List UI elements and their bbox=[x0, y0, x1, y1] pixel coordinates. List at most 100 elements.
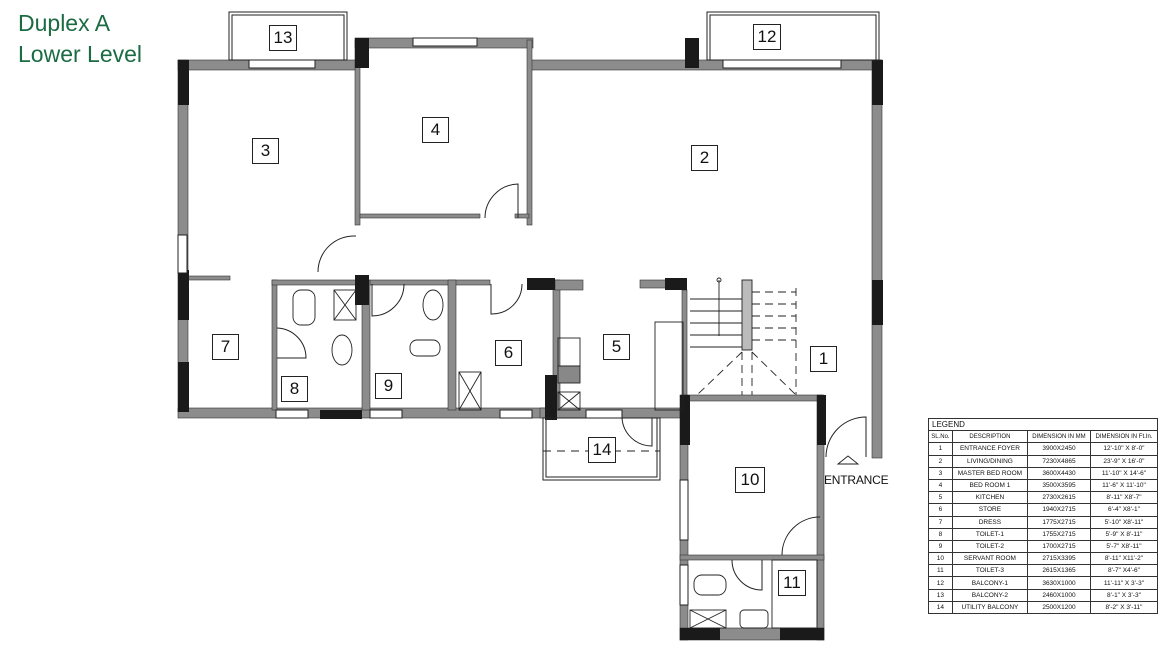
room-label-12: 12 bbox=[753, 24, 781, 50]
legend-cell-desc: LIVING/DINING bbox=[951, 454, 1029, 468]
wall-t2-store bbox=[447, 279, 457, 411]
plan-title: Duplex A Lower Level bbox=[18, 8, 142, 70]
room-label-6: 6 bbox=[495, 340, 522, 366]
legend-cell-desc: TOILET-2 bbox=[951, 539, 1029, 554]
room-label-1: 1 bbox=[810, 346, 837, 372]
legend-cell-no: 13 bbox=[928, 588, 953, 602]
room-label-13: 13 bbox=[269, 25, 297, 51]
legend-cell-ft: 8'-2" X 3'-11" bbox=[1089, 600, 1159, 615]
legend-cell-no: 9 bbox=[928, 539, 953, 554]
legend-cell-mm: 2460X1000 bbox=[1027, 588, 1091, 602]
legend-cell-no: 1 bbox=[928, 442, 953, 456]
legend-cell-desc: ENTRANCE FOYER bbox=[951, 442, 1029, 456]
legend-cell-desc: BED ROOM 1 bbox=[951, 478, 1029, 493]
legend-header-ftin: DIMENSION IN Ft.In. bbox=[1089, 430, 1159, 444]
legend-cell-desc: DRESS bbox=[951, 515, 1029, 529]
legend-cell-no: 6 bbox=[928, 503, 953, 517]
legend-cell-no: 4 bbox=[928, 478, 953, 493]
legend-cell-no: 5 bbox=[928, 491, 953, 505]
legend-cell-ft: 8'-1" X 3'-3" bbox=[1089, 588, 1159, 602]
legend-cell-ft: 8'-11" X11'-2" bbox=[1089, 552, 1159, 566]
legend-header-mm: DIMENSION IN MM bbox=[1027, 430, 1091, 444]
legend-cell-ft: 6'-4" X8'-1" bbox=[1089, 503, 1159, 517]
legend-cell-ft: 8'-7" X4'-6" bbox=[1089, 564, 1159, 578]
legend-cell-desc: STORE bbox=[951, 503, 1029, 517]
legend-table: LEGEND SL.No. DESCRIPTION DIMENSION IN M… bbox=[928, 417, 1159, 615]
legend-cell-no: 7 bbox=[928, 515, 953, 529]
wall-toilet1-w bbox=[271, 279, 278, 411]
room-label-2: 2 bbox=[691, 145, 718, 171]
legend-header-slno: SL.No. bbox=[928, 430, 953, 444]
legend-cell-ft: 12'-10" X 8'-0" bbox=[1089, 442, 1159, 456]
wall-4-south bbox=[359, 213, 481, 219]
legend-cell-no: 11 bbox=[928, 564, 953, 578]
wall-east bbox=[871, 59, 883, 459]
legend-cell-mm: 2730X2615 bbox=[1027, 491, 1091, 505]
legend-cell-ft: 5'-10" X8'-11" bbox=[1089, 515, 1159, 529]
legend-cell-mm: 1755X2715 bbox=[1027, 527, 1091, 541]
plan-title-line1: Duplex A bbox=[18, 10, 111, 36]
room-label-8: 8 bbox=[281, 376, 308, 402]
wall-dress bbox=[187, 275, 231, 281]
entrance-label: ENTRANCE bbox=[824, 473, 889, 487]
room-label-11: 11 bbox=[778, 570, 806, 596]
wall-toilet2-n bbox=[369, 279, 491, 286]
room-label-10: 10 bbox=[735, 467, 765, 493]
wall-toilet3-n bbox=[679, 554, 825, 561]
legend-cell-no: 10 bbox=[928, 552, 953, 566]
legend-cell-ft: 23'-9" X 16'-0" bbox=[1089, 454, 1159, 468]
legend-cell-desc: BALCONY-1 bbox=[951, 576, 1029, 590]
legend-cell-mm: 7230X4865 bbox=[1027, 454, 1091, 468]
legend-header-description: DESCRIPTION bbox=[951, 430, 1029, 444]
legend-cell-desc: SERVANT ROOM bbox=[951, 552, 1029, 566]
room-label-5: 5 bbox=[603, 334, 630, 360]
legend-cell-mm: 2615X1365 bbox=[1027, 564, 1091, 578]
legend-cell-desc: BALCONY-2 bbox=[951, 588, 1029, 602]
legend-cell-mm: 3600X4430 bbox=[1027, 466, 1091, 480]
legend-cell-ft: 8'-11" X8'-7" bbox=[1089, 491, 1159, 505]
legend-cell-ft: 5'-7" X8'-11" bbox=[1089, 539, 1159, 554]
legend-caption: LEGEND bbox=[928, 417, 1158, 432]
room-label-3: 3 bbox=[252, 138, 279, 164]
room-label-4: 4 bbox=[422, 117, 449, 143]
legend-cell-ft: 11'-11" X 3'-3" bbox=[1089, 576, 1159, 590]
room-label-14: 14 bbox=[588, 437, 616, 463]
legend-cell-desc: KITCHEN bbox=[951, 491, 1029, 505]
legend-cell-desc: MASTER BED ROOM bbox=[951, 466, 1029, 480]
legend-cell-mm: 3900X2450 bbox=[1027, 442, 1091, 456]
legend-cell-desc: TOILET-3 bbox=[951, 564, 1029, 578]
legend-cell-ft: 5'-9" X 8'-11" bbox=[1089, 527, 1159, 541]
wall-toilet1-n bbox=[271, 279, 363, 286]
legend-cell-mm: 1940X2715 bbox=[1027, 503, 1091, 517]
legend-cell-mm: 3630X1000 bbox=[1027, 576, 1091, 590]
plan-title-line2: Lower Level bbox=[18, 41, 143, 67]
wall-4-2 bbox=[526, 39, 533, 226]
legend-header-row: SL.No. DESCRIPTION DIMENSION IN MM DIMEN… bbox=[928, 430, 1159, 444]
wall-servant-n bbox=[681, 394, 823, 402]
legend-cell-mm: 3500X3595 bbox=[1027, 478, 1091, 493]
legend-cell-ft: 11'-10" X 14'-6" bbox=[1089, 466, 1159, 480]
room-label-7: 7 bbox=[212, 334, 239, 360]
legend-cell-desc: TOILET-1 bbox=[951, 527, 1029, 541]
legend-cell-no: 14 bbox=[928, 600, 953, 615]
legend-cell-no: 12 bbox=[928, 576, 953, 590]
legend-cell-no: 8 bbox=[928, 527, 953, 541]
legend-cell-mm: 1775X2715 bbox=[1027, 515, 1091, 529]
legend-cell-no: 3 bbox=[928, 466, 953, 480]
legend-cell-mm: 1700X2715 bbox=[1027, 539, 1091, 554]
